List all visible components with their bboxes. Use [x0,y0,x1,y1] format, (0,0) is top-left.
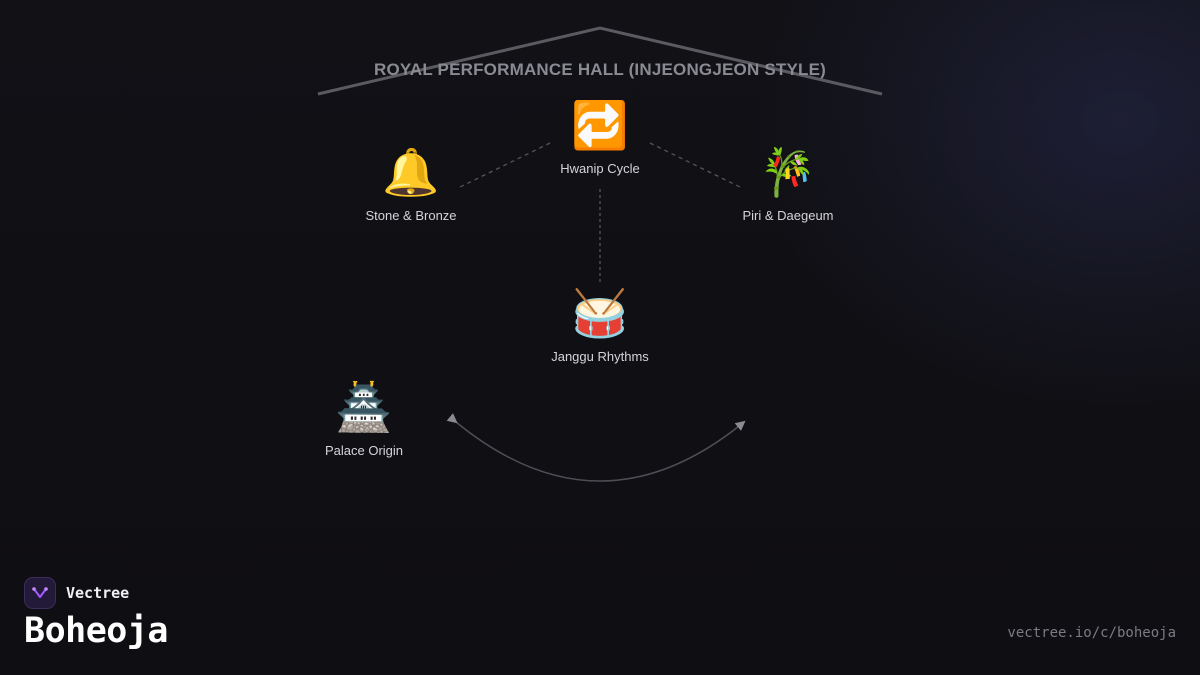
page-url[interactable]: vectree.io/c/boheoja [1007,625,1176,641]
roof-outline [317,26,883,96]
node-label: Stone & Bronze [365,208,457,223]
bamboo-icon: 🎋 [759,145,817,199]
node-label: Janggu Rhythms [551,349,649,364]
cycle-arc [446,413,746,482]
node-stone-bronze: 🔔 Stone & Bronze [331,144,491,223]
castle-icon: 🏯 [335,380,393,434]
node-hwanip-cycle: 🔁 Hwanip Cycle [520,97,680,176]
brand-name: Vectree [66,584,130,602]
node-piri-daegeum: 🎋 Piri & Daegeum [708,144,868,223]
node-label: Hwanip Cycle [560,161,640,176]
node-label: Piri & Daegeum [742,208,834,223]
node-janggu-rhythms: 🥁 Janggu Rhythms [520,285,680,364]
repeat-icon: 🔁 [571,98,629,152]
bell-icon: 🔔 [382,145,440,199]
link-hwanip-stone [457,142,551,189]
diagram-title: ROYAL PERFORMANCE HALL (INJEONGJEON STYL… [373,60,827,79]
drum-icon: 🥁 [571,286,629,340]
page-title: Boheoja [24,611,169,651]
vectree-logo-icon [24,577,56,609]
brand-block[interactable]: Vectree [24,577,129,609]
link-hwanip-piri [649,142,743,189]
node-label: Palace Origin [324,443,404,458]
node-palace-origin: 🏯 Palace Origin [284,379,444,458]
